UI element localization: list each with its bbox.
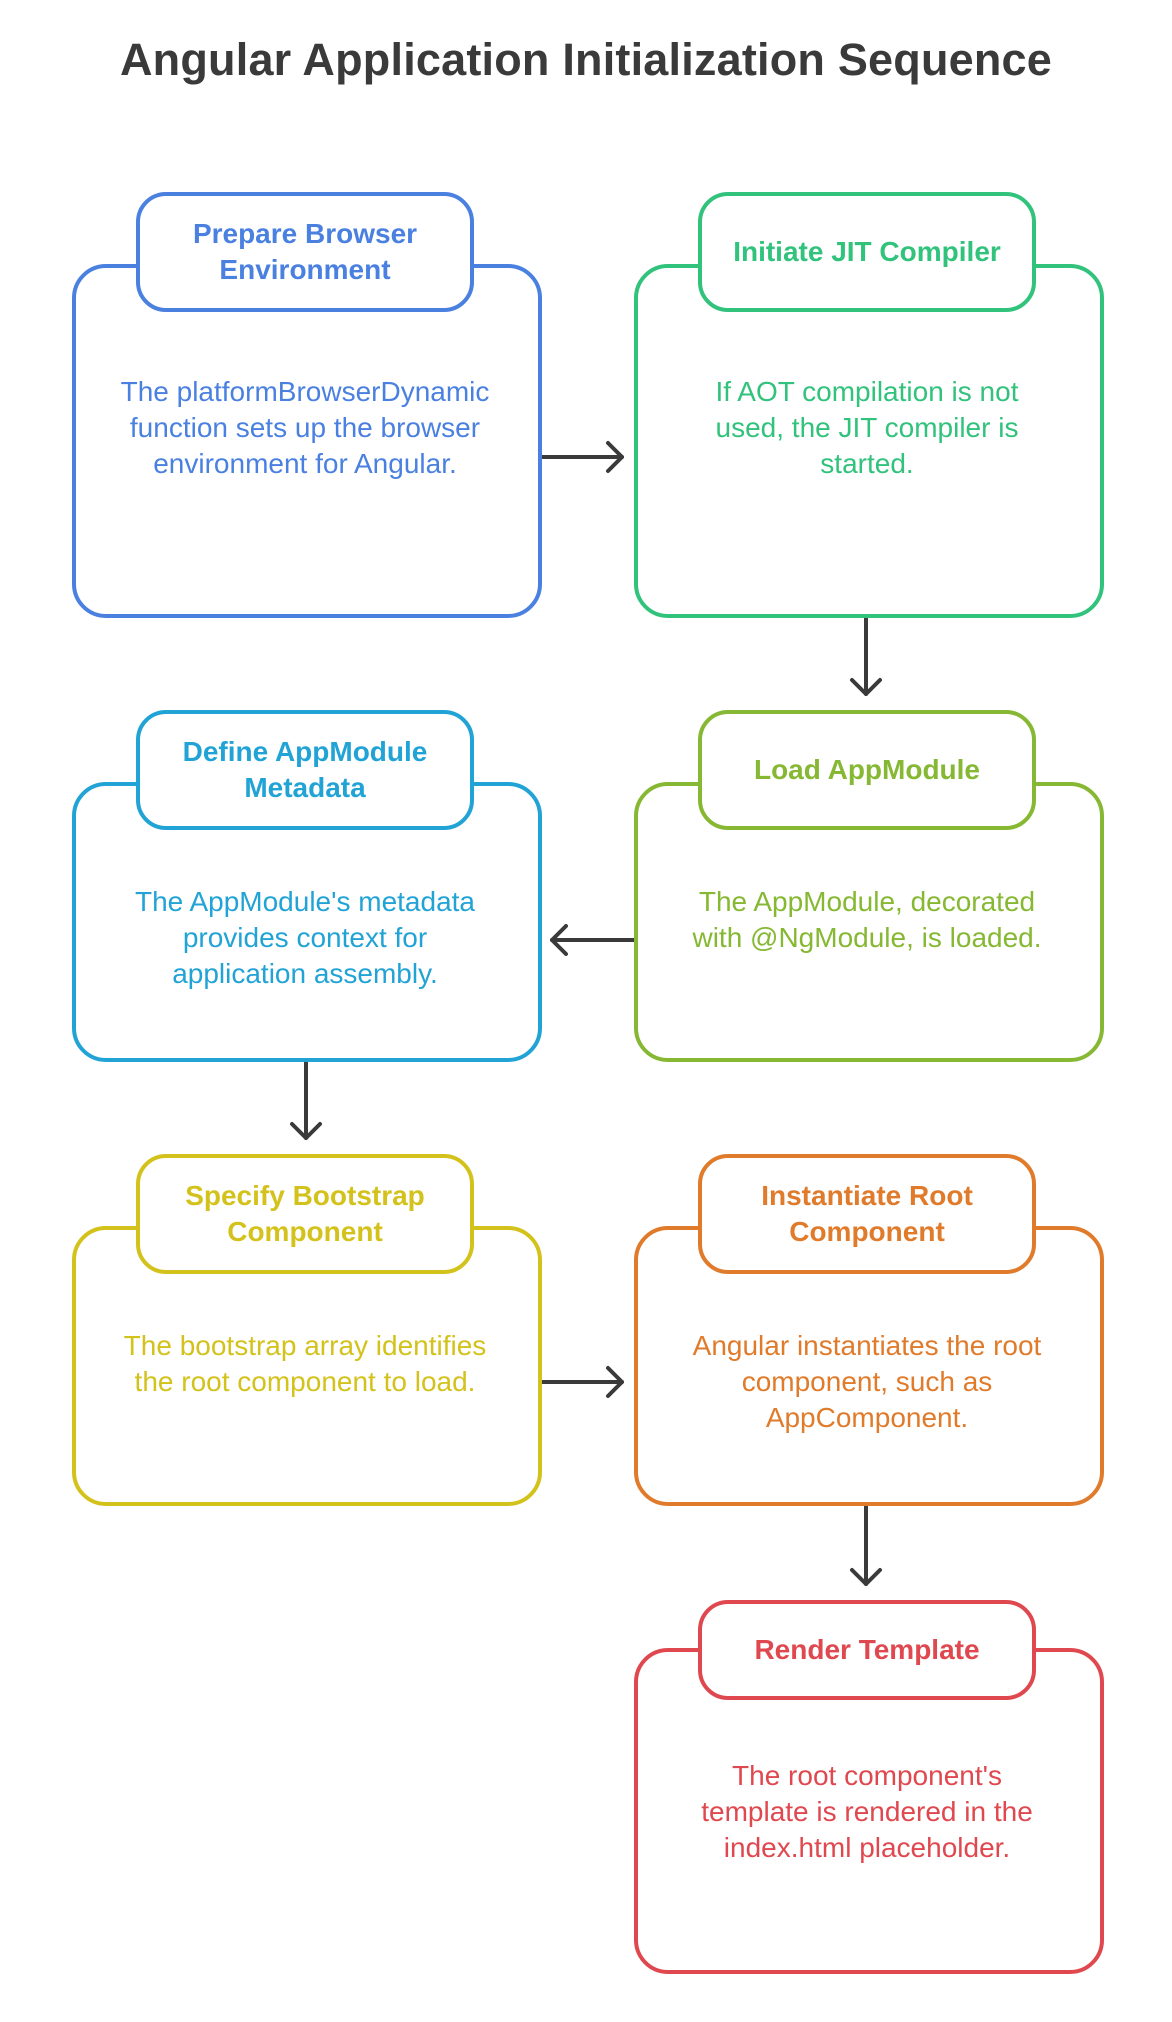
step-body — [634, 1648, 1104, 1974]
step-body — [634, 264, 1104, 618]
step-description: The bootstrap array identifies the root … — [123, 1330, 487, 1397]
step-heading-box: Prepare Browser Environment — [136, 192, 474, 312]
arrow-load-to-define — [550, 924, 636, 956]
step-specify-bootstrap-component: Specify Bootstrap Component The bootstra… — [72, 1154, 542, 1576]
arrow-prepare-to-jit — [538, 441, 624, 473]
step-heading: Instantiate Root Component — [761, 1180, 973, 1247]
diagram-title: Angular Application Initialization Seque… — [119, 34, 1053, 85]
step-heading: Define AppModule Metadata — [182, 736, 428, 803]
step-heading: Prepare Browser Environment — [192, 218, 418, 285]
step-define-appmodule-metadata: Define AppModule Metadata The AppModule'… — [72, 710, 542, 1132]
step-heading-box: Specify Bootstrap Component — [136, 1154, 474, 1274]
step-heading-box: Define AppModule Metadata — [136, 710, 474, 830]
step-description: Angular instantiates the root component,… — [692, 1330, 1042, 1433]
step-heading: Specify Bootstrap Component — [185, 1180, 425, 1247]
arrow-define-to-specify — [290, 1058, 322, 1140]
arrow-jit-to-load — [850, 612, 882, 696]
step-description: The AppModule, decorated with @NgModule,… — [692, 886, 1042, 953]
step-heading-box: Render Template — [698, 1600, 1036, 1700]
step-heading-box: Load AppModule — [698, 710, 1036, 830]
step-heading: Initiate JIT Compiler — [733, 236, 1001, 267]
step-heading: Render Template — [754, 1634, 980, 1665]
step-load-appmodule: Load AppModule The AppModule, decorated … — [634, 710, 1104, 1132]
step-heading-box: Instantiate Root Component — [698, 1154, 1036, 1274]
step-heading-box: Initiate JIT Compiler — [698, 192, 1036, 312]
step-heading: Load AppModule — [753, 754, 981, 785]
step-initiate-jit-compiler: Initiate JIT Compiler If AOT compilation… — [634, 192, 1104, 618]
step-prepare-browser-environment: Prepare Browser Environment The platform… — [72, 192, 542, 618]
arrow-specify-to-instantiate — [538, 1366, 624, 1398]
arrow-instantiate-to-render — [850, 1504, 882, 1586]
step-description: If AOT compilation is not used, the JIT … — [715, 376, 1019, 479]
step-description: The platformBrowserDynamic function sets… — [120, 376, 490, 479]
step-render-template: Render Template The root component's tem… — [634, 1600, 1104, 2022]
step-description: The AppModule's metadata provides contex… — [134, 886, 475, 989]
step-instantiate-root-component: Instantiate Root Component Angular insta… — [634, 1154, 1104, 1576]
step-description: The root component's template is rendere… — [701, 1760, 1033, 1863]
